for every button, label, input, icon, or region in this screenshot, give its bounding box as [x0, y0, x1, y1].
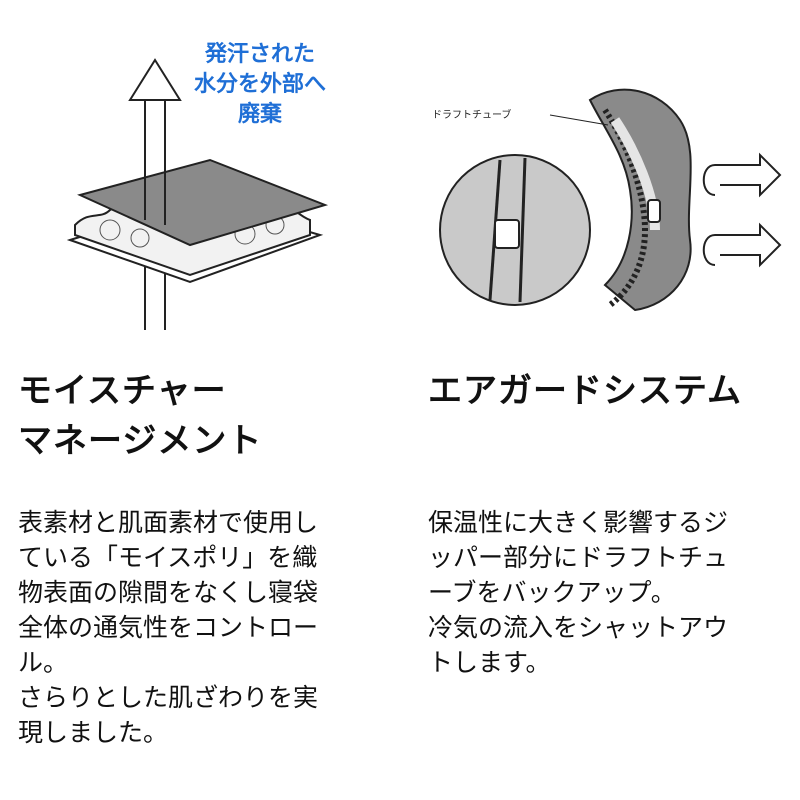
moisture-management-description: 表素材と肌面素材で使用し ている「モイスポリ」を織 物表面の隙間をなくし寝袋 全… — [18, 505, 388, 750]
body-line: 冷気の流入をシャットアウ — [428, 613, 729, 642]
annotation-line: 水分を外部へ — [193, 72, 326, 97]
heading-line: マネージメント — [18, 421, 263, 461]
moisture-illustration — [40, 20, 380, 350]
body-line: さらりとした肌ざわりを実 — [18, 683, 319, 712]
airguard-illustration: ドラフトチューブ — [430, 70, 790, 340]
heading-line: モイスチャー — [18, 371, 227, 411]
body-line: ている「モイスポリ」を織 — [18, 543, 318, 572]
body-line: 現しました。 — [18, 718, 169, 747]
body-line: トします。 — [428, 648, 551, 677]
draft-tube-callout-label: ドラフトチューブ — [432, 108, 511, 121]
annotation-line: 廃棄 — [237, 102, 282, 127]
moisture-annotation: 発汗された 水分を外部へ 廃棄 — [150, 40, 370, 130]
heading-line: エアガードシステム — [428, 371, 742, 411]
fabric-layers-illustration — [66, 58, 329, 330]
airguard-system-heading: エアガードシステム — [428, 366, 800, 416]
airguard-system-description: 保温性に大きく影響するジ ッパー部分にドラフトチュ ーブをバックアップ。 冷気の… — [428, 505, 788, 680]
body-line: ーブをバックアップ。 — [428, 578, 676, 607]
body-line: 保温性に大きく影響するジ — [428, 508, 729, 537]
moisture-management-heading: モイスチャー マネージメント — [18, 366, 398, 466]
body-line: 表素材と肌面素材で使用し — [18, 508, 319, 537]
body-line: ル。 — [18, 648, 69, 677]
annotation-line: 発汗された — [204, 42, 315, 67]
body-line: 全体の通気性をコントロー — [18, 613, 319, 642]
body-line: ッパー部分にドラフトチュ — [428, 543, 729, 572]
body-line: 物表面の隙間をなくし寝袋 — [18, 578, 319, 607]
zipper-draft-tube-illustration: ドラフトチューブ — [432, 88, 782, 312]
